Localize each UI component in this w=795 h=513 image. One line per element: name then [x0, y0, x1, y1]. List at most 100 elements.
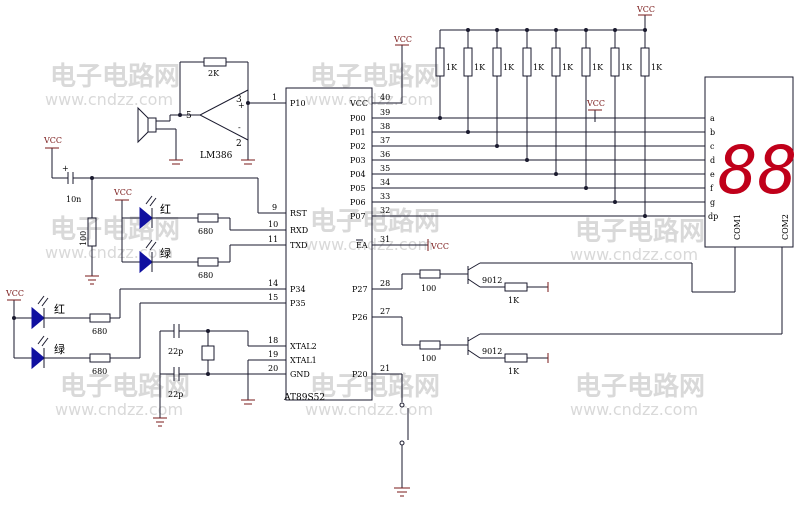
led-color-label: 绿 — [54, 342, 65, 356]
watermark-text: 电子电路网 — [310, 61, 440, 92]
pin-number: 39 — [380, 108, 390, 117]
watermark-url: www.cndzz.com — [570, 245, 698, 264]
pin-name: XTAL1 — [290, 356, 317, 365]
pin-number: 19 — [268, 350, 278, 359]
watermark-url: www.cndzz.com — [570, 400, 698, 419]
watermark-url: www.cndzz.com — [305, 235, 433, 254]
res-label: 1K — [446, 63, 458, 72]
pullup-resistor-bank: VCC 1K 1K 1K — [435, 5, 663, 218]
amp-plus: + — [238, 101, 245, 110]
led-icon — [139, 206, 153, 230]
pin-name: P00 — [350, 114, 366, 123]
pin-name: RST — [290, 209, 308, 218]
pin-name: P03 — [350, 156, 366, 165]
ea-vcc-net: VCC — [427, 239, 449, 251]
pin-number: 33 — [380, 192, 390, 201]
led-icon — [31, 306, 45, 330]
res-label: 100 — [79, 231, 88, 246]
pin-number: 35 — [380, 164, 390, 173]
res-label: 1K — [592, 63, 604, 72]
pin-number: 15 — [268, 293, 278, 302]
pin-name: P06 — [350, 198, 366, 207]
res-label: 1K — [503, 63, 515, 72]
pin-number: 1 — [272, 93, 277, 102]
lm386-amplifier: + - 3 2 5 LM386 2K — [137, 57, 258, 165]
pin-name: EA — [356, 241, 368, 250]
watermark-url: www.cndzz.com — [45, 243, 173, 262]
com1-label: COM1 — [733, 214, 742, 240]
watermark-url: www.cndzz.com — [55, 400, 183, 419]
watermark-url: www.cndzz.com — [305, 90, 433, 109]
vcc-label: VCC — [586, 99, 605, 108]
mcu-body — [285, 87, 373, 401]
led-color-label: 红 — [54, 303, 65, 316]
watermark-text: 电子电路网 — [575, 371, 705, 402]
watermark-text: 电子电路网 — [50, 214, 180, 245]
vcc-label: VCC — [430, 242, 449, 251]
watermark-url: www.cndzz.com — [45, 90, 173, 109]
pullup-resistor: 1K — [492, 30, 515, 148]
pullup-resistor: 1K — [463, 30, 486, 134]
pin-number: 20 — [268, 364, 278, 373]
status-leds: VCC 红 680 绿 680 — [5, 289, 141, 376]
amp-feedback-res: 2K — [208, 69, 220, 78]
res-label: 1K — [651, 63, 663, 72]
amp-part-label: LM386 — [200, 151, 233, 161]
segment-label: d — [710, 156, 715, 165]
seven-segment-display: a b c d e f g dp 88 COM1 COM2 — [704, 76, 795, 330]
speaker-icon — [137, 106, 149, 144]
pin-number: 9 — [272, 203, 277, 212]
pullup-resistor: 1K — [610, 30, 633, 204]
pin-name: P34 — [290, 285, 306, 294]
cap-label: 22p — [168, 347, 183, 356]
pin-name: P02 — [350, 142, 366, 151]
transistor-drive-com1: 100 9012 1K — [401, 262, 735, 305]
amp-pin-out: 5 — [186, 111, 192, 121]
res-label: 1K — [508, 367, 520, 376]
segment-label: a — [710, 114, 715, 123]
pin-name: TXD — [290, 241, 307, 250]
res-label: 1K — [533, 63, 545, 72]
push-button — [394, 374, 410, 497]
res-label: 100 — [421, 354, 436, 363]
vcc-label: VCC — [43, 136, 62, 145]
watermark-text: 电子电路网 — [60, 371, 190, 402]
amp-minus: - — [238, 123, 241, 132]
transistor-drive-com2: 100 9012 1K — [401, 317, 783, 376]
pin-number: 18 — [268, 336, 278, 345]
pin-name: GND — [290, 370, 310, 379]
segment-label: dp — [708, 212, 718, 221]
segment-label: f — [710, 184, 714, 193]
pin-number: 31 — [380, 235, 390, 244]
pin-number: 40 — [380, 93, 390, 102]
cap-label: 22p — [168, 390, 183, 399]
watermark-text: 电子电路网 — [310, 206, 440, 237]
watermark-text: 电子电路网 — [310, 371, 440, 402]
pin-number: 32 — [380, 206, 390, 215]
pin-name: P26 — [352, 313, 368, 322]
serial-leds: VCC 红 680 绿 680 — [113, 188, 231, 280]
res-label: 1K — [508, 296, 520, 305]
pin-number: 14 — [268, 279, 278, 288]
pin-number: 34 — [380, 178, 390, 187]
res-label: 1K — [621, 63, 633, 72]
segment-label: g — [710, 198, 715, 207]
pin-name: P10 — [290, 99, 306, 108]
pullup-resistor: 1K — [640, 30, 663, 218]
pin-name: RXD — [290, 226, 308, 235]
pin-number: 10 — [268, 220, 278, 229]
pin-name: XTAL2 — [290, 342, 317, 351]
res-label: 680 — [198, 227, 213, 236]
transistor-label: 9012 — [482, 347, 502, 356]
digit-glyphs: 88 — [718, 132, 795, 209]
pullup-resistor: 1K — [551, 30, 574, 176]
segment-label: b — [710, 128, 715, 137]
res-label: 680 — [92, 327, 107, 336]
pin-name: P35 — [290, 299, 306, 308]
pin-number: 21 — [380, 364, 390, 373]
watermark-url: www.cndzz.com — [305, 400, 433, 419]
watermark-text: 电子电路网 — [50, 61, 180, 92]
pin-number: 38 — [380, 122, 390, 131]
